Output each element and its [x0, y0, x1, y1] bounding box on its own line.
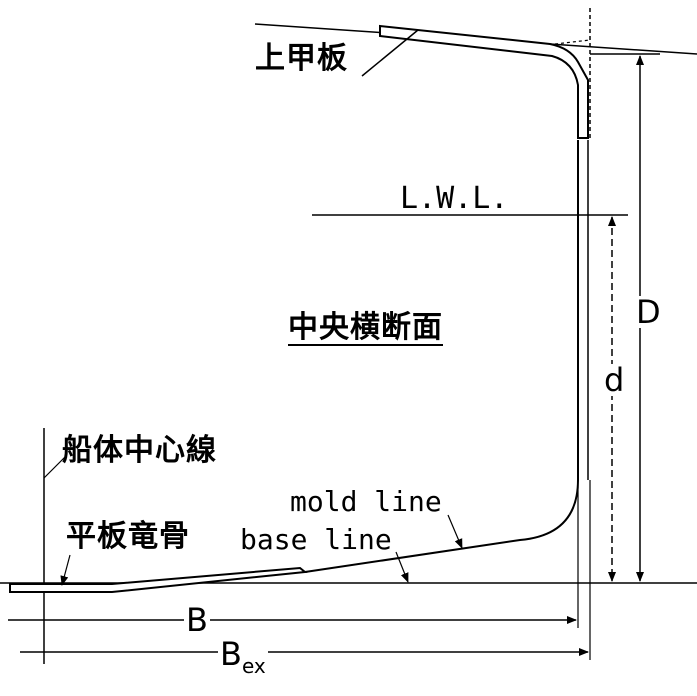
breadth-ext-subscript: ex: [241, 654, 266, 678]
deck-stringer-dashed: [554, 39, 591, 45]
lwl-label: L.W.L.: [400, 181, 509, 216]
base-line-label: base line: [240, 523, 392, 556]
breadth-ext-main: B: [220, 635, 242, 673]
depth-D-label: D: [634, 293, 663, 331]
flat-keel-leader: [60, 554, 71, 586]
draft-d-label: d: [602, 361, 627, 399]
flat-keel-plate: [9, 566, 308, 593]
breadth-B-label: B: [184, 601, 210, 639]
midship-section-label: 中央横断面: [288, 310, 443, 346]
mold-line-label: mold line: [290, 485, 442, 518]
upper-deck-label: 上甲板: [255, 41, 348, 76]
flat-keel-label: 平板竜骨: [66, 519, 190, 554]
upper-deck-plate: [379, 24, 589, 139]
hull-centerline-label: 船体中心線: [62, 433, 217, 468]
base-line-leader: [395, 551, 409, 583]
upper-deck-leader: [361, 29, 419, 77]
centerline-leader: [43, 455, 67, 479]
breadth-ext-label: Bex: [218, 635, 268, 676]
mold-line-leader: [447, 514, 463, 549]
